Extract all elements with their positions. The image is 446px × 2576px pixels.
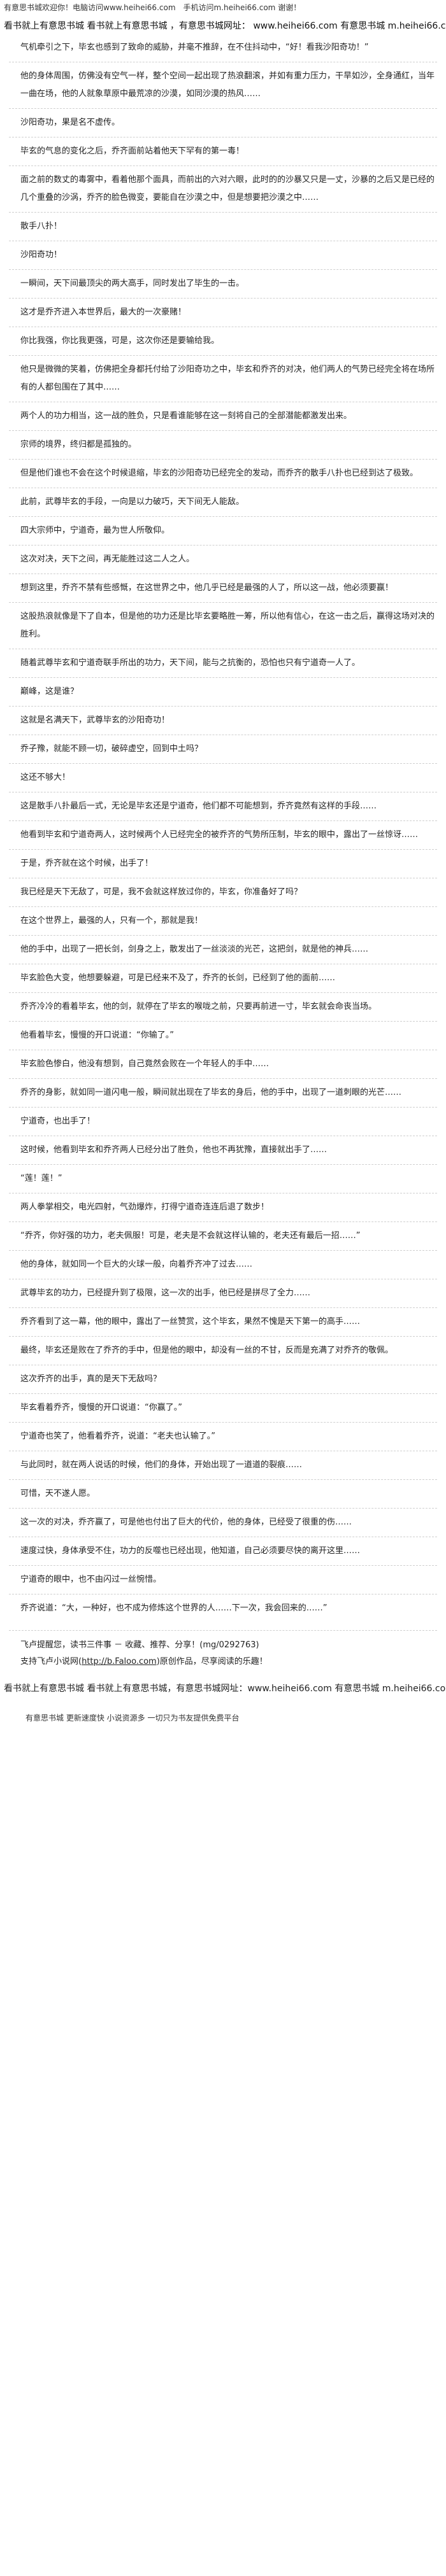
paragraph: 这时候，他看到毕玄和乔齐两人已经分出了胜负，他也不再犹豫，直接就出手了……	[9, 1136, 437, 1164]
paragraph: “莲！莲！”	[9, 1164, 437, 1193]
support-line: 支持飞卢小说网(http://b.Faloo.com)原创作品，尽享阅读的乐趣！	[20, 1654, 437, 1670]
paragraph: 想到这里，乔齐不禁有些感慨，在这世界之中，他几乎已经是最强的人了，所以这一战，他…	[9, 574, 437, 602]
paragraph: 我已经是天下无敌了，可是，我不会就这样放过你的，毕玄，你准备好了吗？	[9, 878, 437, 906]
paragraph: 宁道奇也笑了，他看着乔齐，说道：“老夫也认输了。”	[9, 1422, 437, 1451]
paragraph: 乔齐的身影，就如同一道闪电一般，瞬间就出现在了毕玄的身后，他的手中，出现了一道刺…	[9, 1078, 437, 1107]
paragraph: 于是，乔齐就在这个时候，出手了！	[9, 849, 437, 878]
support-suffix: )原创作品，尽享阅读的乐趣！	[156, 1657, 268, 1666]
paragraph: 随着武尊毕玄和宁道奇联手所出的功力，天下间，能与之抗衡的，恐怕也只有宁道奇一人了…	[9, 649, 437, 677]
bottom-site-text: 看书就上有意思书城 看书就上有意思书城，有意思书城网址：www.heihei66…	[4, 1684, 446, 1694]
paragraph: 毕玄看着乔齐，慢慢的开口说道：“你赢了。”	[9, 1393, 437, 1422]
paragraph: 乔齐说道：“大，一种好，也不成为修炼这个世界的人……下一次，我会回来的……”	[9, 1594, 437, 1622]
paragraph: 巅峰，这是谁？	[9, 677, 437, 706]
paragraph: 这是散手八扑最后一式，无论是毕玄还是宁道奇，他们都不可能想到，乔齐竟然有这样的手…	[9, 792, 437, 820]
paragraph: 一瞬间，天下间最顶尖的两大高手，同时发出了毕生的一击。	[9, 269, 437, 298]
paragraph: 这股热浪就像是下了自本，但是他的功力还是比毕玄要略胜一筹，所以他有信心，在这一击…	[9, 602, 437, 649]
paragraph: 沙阳奇功！	[9, 241, 437, 269]
paragraph: 这还不够大！	[9, 763, 437, 792]
paragraph: 乔子豫，就能不顾一切，破碎虚空，回到中土吗？	[9, 735, 437, 763]
paragraph: 沙阳奇功，果是名不虚传。	[9, 108, 437, 137]
paragraph: 乔齐看到了这一幕，他的眼中，露出了一丝赞赏，这个毕玄，果然不愧是天下第一的高手……	[9, 1307, 437, 1336]
chapter-content: 气机牵引之下，毕玄也感到了致命的威胁，并毫不推辞，在不住抖动中，“好！看我沙阳奇…	[9, 34, 437, 1622]
paragraph: 四大宗师中，宁道奇，最为世人所敬仰。	[9, 516, 437, 545]
paragraph: 最终，毕玄还是败在了乔齐的手中，但是他的眼中，却没有一丝的不甘，反而是充满了对乔…	[9, 1336, 437, 1365]
paragraph: 他只是微微的笑着，仿佛把全身都托付给了沙阳奇功之中，毕玄和乔齐的对决，他们两人的…	[9, 355, 437, 402]
paragraph: 这就是名满天下，武尊毕玄的沙阳奇功！	[9, 706, 437, 735]
faloo-link[interactable]: http://b.Faloo.com	[82, 1657, 157, 1666]
paragraph: “乔齐，你好强的功力，老夫佩服！可是，老夫是不会就这样认输的，老夫还有最后一招……	[9, 1221, 437, 1250]
paragraph: 乔齐冷冷的看着毕玄，他的剑，就停在了毕玄的喉咙之前，只要再前进一寸，毕玄就会命丧…	[9, 992, 437, 1021]
paragraph: 气机牵引之下，毕玄也感到了致命的威胁，并毫不推辞，在不住抖动中，“好！看我沙阳奇…	[20, 43, 369, 52]
paragraph: 他的身体周围，仿佛没有空气一样，整个空间一起出现了热浪翻滚，并如有重力压力，干旱…	[9, 62, 437, 108]
paragraph: 这一次的对决，乔齐赢了，可是他也付出了巨大的代价，他的身体，已经受了很重的伤……	[9, 1508, 437, 1537]
paragraph: 他的手中，出现了一把长剑，剑身之上，散发出了一丝淡淡的光芒，这把剑，就是他的神兵…	[9, 935, 437, 964]
content-divider	[9, 1630, 437, 1631]
top-notice-bar: 有意思书城欢迎你！电脑访问www.heihei66.com 手机访问m.heih…	[0, 0, 446, 18]
paragraph: 两个人的功力相当，这一战的胜负，只是看谁能够在这一刻将自己的全部潜能都激发出来。	[9, 402, 437, 430]
paragraph: 武尊毕玄的功力，已经提升到了极限，这一次的出手，他已经是拼尽了全力……	[9, 1279, 437, 1307]
paragraph: 但是他们谁也不会在这个时候退缩，毕玄的沙阳奇功已经完全的发动，而乔齐的散手八扑也…	[9, 459, 437, 488]
paragraph: 这次对决，天下之间，再无能胜过这二人之人。	[9, 545, 437, 574]
paragraph: 面之前的数丈的毒雾中，看着他那个面具，而前出的六对六眼，此时的的沙暴又只是一丈，…	[9, 165, 437, 212]
support-prefix: 支持飞卢小说网(	[20, 1657, 82, 1666]
paragraph: 在这个世界上，最强的人，只有一个，那就是我！	[9, 906, 437, 935]
paragraph: 两人拳掌相交，电光四射，气劲爆炸，打得宁道奇连连后退了数步！	[9, 1193, 437, 1221]
notice-text: 飞卢提醒您，读书三件事 － 收藏、推荐、分享！(mg/0292763)	[20, 1640, 259, 1650]
paragraph: 散手八扑！	[9, 212, 437, 241]
paragraph: 此前，武尊毕玄的手段，一向是以力破巧，天下间无人能敌。	[9, 488, 437, 516]
bottom-ad-text: 有意思书城 更新速度快 小说资源多 一切只为书友提供免费平台	[25, 1714, 240, 1722]
paragraph: 他看着毕玄，慢慢的开口说道：“你输了。”	[9, 1021, 437, 1050]
paragraph: 宗师的境界，终归都是孤独的。	[9, 430, 437, 459]
reading-notice: 飞卢提醒您，读书三件事 － 收藏、推荐、分享！(mg/0292763) 支持飞卢…	[9, 1637, 437, 1670]
paragraph: 这才是乔齐进入本世界后，最大的一次豪赌！	[9, 298, 437, 327]
paragraph: 毕玄脸色大变，他想要躲避，可是已经来不及了，乔齐的长剑，已经到了他的面前……	[9, 964, 437, 992]
paragraph: 可惜，天不遂人愿。	[9, 1479, 437, 1508]
paragraph: 你比我强，你比我更强，可是，这次你还是要输给我。	[9, 327, 437, 355]
paragraph: 他看到毕玄和宁道奇两人，这时候两个人已经完全的被乔齐的气势所压制，毕玄的眼中，露…	[9, 820, 437, 849]
paragraph: 毕玄的气息的变化之后，乔齐面前站着他天下罕有的第一毒！	[9, 137, 437, 165]
bottom-ad: 有意思书城 更新速度快 小说资源多 一切只为书友提供免费平台	[0, 1697, 446, 1723]
bottom-site-banner: 看书就上有意思书城 看书就上有意思书城，有意思书城网址：www.heihei66…	[0, 1670, 446, 1697]
paragraph: 这次乔齐的出手，真的是天下无敌吗？	[9, 1365, 437, 1393]
site-banner: 看书就上有意思书城 看书就上有意思书城 ，有意思书城网址： www.heihei…	[0, 18, 446, 34]
paragraph: 宁道奇，也出手了！	[9, 1107, 437, 1136]
paragraph: 速度过快，身体承受不住，功力的反噬也已经出现，他知道，自己必须要尽快的离开这里……	[9, 1537, 437, 1565]
paragraph: 与此同时，就在两人说话的时候，他们的身体，开始出现了一道道的裂痕……	[9, 1451, 437, 1479]
site-banner-text: 看书就上有意思书城 看书就上有意思书城 ，有意思书城网址： www.heihei…	[4, 21, 446, 31]
top-notice-text: 有意思书城欢迎你！电脑访问www.heihei66.com 手机访问m.heih…	[4, 3, 301, 12]
paragraph: 宁道奇的眼中，也不由闪过一丝惋惜。	[9, 1565, 437, 1594]
paragraph: 毕玄脸色惨白，他没有想到，自己竟然会败在一个年轻人的手中……	[9, 1050, 437, 1078]
paragraph: 他的身体，就如同一个巨大的火球一般，向着乔齐冲了过去……	[9, 1250, 437, 1279]
